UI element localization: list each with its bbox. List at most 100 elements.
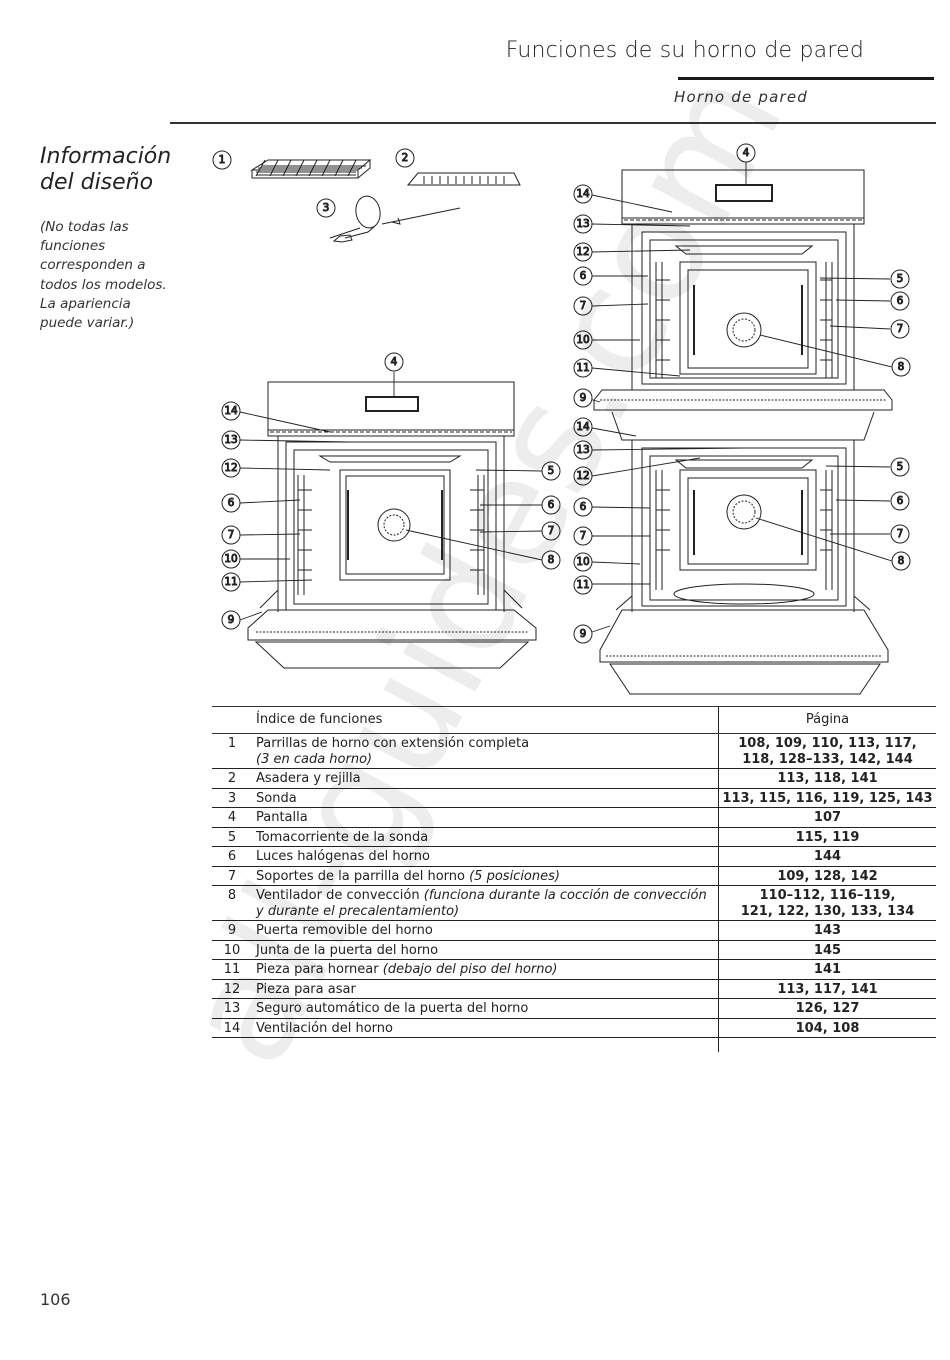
feature-pages-text: 144 — [813, 849, 842, 864]
double-oven-illustration — [593, 169, 893, 695]
svg-text:7: 7 — [897, 323, 904, 335]
callout-3: 3 — [316, 198, 336, 218]
table-header-row: Índice de funciones Página — [212, 706, 936, 734]
feature-pages: 104, 108 — [718, 1018, 936, 1038]
single-oven-illustration — [247, 381, 537, 669]
feature-description-text: Tomacorriente de la sonda — [256, 829, 429, 845]
callout-4-double: 4 — [736, 143, 756, 163]
section-note: (No todas las funciones corresponden a t… — [40, 219, 167, 332]
callout-4-single: 4 — [384, 352, 404, 372]
callout-7-double-upper-right: 7 — [890, 319, 910, 339]
feature-pages: 145 — [718, 940, 936, 960]
callout-8-double-lower: 8 — [891, 551, 911, 571]
feature-description: Tomacorriente de la sonda — [256, 827, 719, 847]
callout-12-single: 12 — [221, 458, 241, 478]
feature-description-text: Seguro automático de la puerta del horno — [256, 1001, 529, 1016]
feature-pages-text: 126, 127 — [795, 1001, 860, 1016]
feature-description: Soportes de la parrilla del horno (5 pos… — [256, 866, 719, 886]
feature-description-text: Sonda — [256, 790, 297, 806]
svg-text:12: 12 — [224, 462, 237, 474]
svg-text:9: 9 — [228, 614, 235, 626]
callout-1: 1 — [212, 150, 232, 170]
section-title-line2: del diseño — [40, 170, 154, 195]
feature-pages: 113, 115, 116, 119, 125, 143 — [718, 788, 936, 808]
svg-text:5: 5 — [897, 273, 904, 285]
feature-description: Luces halógenas del horno — [256, 846, 719, 867]
callout-5-single: 5 — [541, 461, 561, 481]
feature-number: 11 — [212, 959, 256, 980]
svg-text:14: 14 — [224, 405, 238, 417]
feature-pages: 144 — [718, 846, 936, 867]
feature-pages-text-line2: 121, 122, 130, 133, 134 — [740, 903, 915, 919]
feature-number: 7 — [212, 866, 256, 886]
broiler-pan-illustration — [406, 172, 521, 186]
page-number: 106 — [40, 1290, 71, 1309]
svg-text:6: 6 — [580, 270, 587, 282]
feature-description: Puerta removible del horno — [256, 920, 719, 941]
callout-11-double-upper: 11 — [573, 358, 593, 378]
svg-text:4: 4 — [743, 147, 750, 159]
feature-description-text: Pieza para hornear — [256, 962, 379, 977]
svg-text:6: 6 — [897, 295, 904, 307]
feature-description-text: Ventilación del horno — [256, 1020, 393, 1036]
feature-number: 5 — [212, 827, 256, 847]
oven-rack-illustration — [250, 159, 372, 179]
feature-number: 1 — [212, 733, 256, 769]
header-rule — [678, 77, 934, 80]
callout-8-single: 8 — [541, 550, 561, 570]
svg-text:8: 8 — [898, 555, 905, 567]
svg-text:9: 9 — [580, 628, 587, 640]
callout-13-double-upper: 13 — [573, 214, 593, 234]
feature-pages-text: 113, 117, 141 — [777, 981, 878, 997]
feature-description-text: Puerta removible del horno — [256, 923, 433, 938]
feature-pages: 110–112, 116–119,121, 122, 130, 133, 134 — [718, 885, 936, 921]
feature-description-text: Soportes de la parrilla del horno — [256, 868, 465, 884]
svg-text:4: 4 — [391, 356, 398, 368]
feature-description-note: (3 en cada horno) — [256, 751, 373, 767]
svg-text:8: 8 — [548, 554, 555, 566]
svg-text:13: 13 — [224, 434, 237, 446]
svg-text:10: 10 — [224, 553, 237, 565]
feature-number: 8 — [212, 885, 256, 921]
feature-description-text: Luces halógenas del horno — [256, 849, 430, 864]
probe-illustration — [329, 195, 461, 243]
svg-text:7: 7 — [580, 530, 587, 542]
callout-13-double-lower: 13 — [573, 440, 593, 460]
page-divider — [170, 122, 936, 124]
callout-11-double-lower: 11 — [573, 575, 593, 595]
callout-14-double-lower: 14 — [573, 417, 593, 437]
callout-7-double-lower-left: 7 — [573, 526, 593, 546]
svg-text:14: 14 — [576, 421, 590, 433]
svg-text:3: 3 — [323, 202, 330, 214]
feature-description: Pieza para asar — [256, 979, 719, 999]
callout-7-single-right: 7 — [541, 521, 561, 541]
feature-description: Junta de la puerta del horno — [256, 940, 719, 960]
feature-description-note-line2: y durante el precalentamiento) — [256, 903, 460, 919]
feature-pages: 113, 117, 141 — [718, 979, 936, 999]
svg-text:6: 6 — [548, 499, 555, 511]
callout-14-double-upper: 14 — [573, 184, 593, 204]
svg-text:7: 7 — [548, 525, 555, 537]
callout-10-double-lower: 10 — [573, 552, 593, 572]
svg-text:13: 13 — [576, 444, 589, 456]
callout-11-single: 11 — [221, 572, 241, 592]
svg-text:5: 5 — [548, 465, 555, 477]
callout-5-double-upper: 5 — [890, 269, 910, 289]
callout-6-double-lower-right: 6 — [890, 491, 910, 511]
callout-9-single: 9 — [221, 610, 241, 630]
svg-text:6: 6 — [897, 495, 904, 507]
svg-text:9: 9 — [580, 392, 587, 404]
callout-12-double-lower: 12 — [573, 466, 593, 486]
feature-description-text: Junta de la puerta del horno — [256, 942, 439, 958]
feature-description: Pieza para hornear (debajo del piso del … — [256, 959, 719, 980]
feature-number: 13 — [212, 998, 256, 1019]
svg-text:11: 11 — [224, 576, 237, 588]
callout-9-double-upper: 9 — [573, 388, 593, 408]
